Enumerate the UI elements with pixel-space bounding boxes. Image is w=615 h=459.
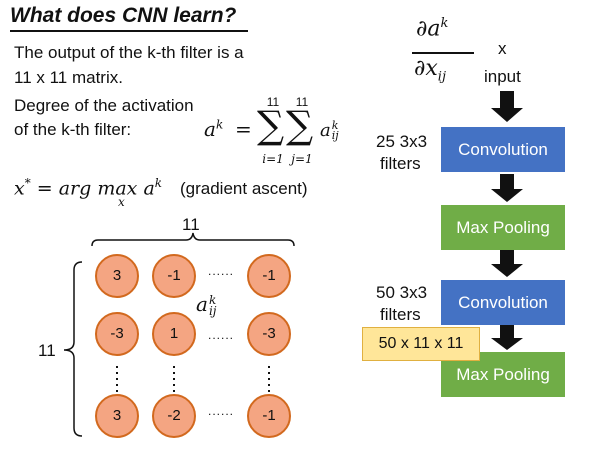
sum1-upper: 11 [266,95,280,109]
arrow-pool1-conv2 [491,250,523,277]
description-line-2: 11 x 11 matrix. [14,68,123,87]
convolution-layer-1: Convolution [441,127,565,172]
sum2-lower: j=1 [291,152,313,166]
matrix-node-r3c1: 3 [95,394,139,438]
hdots-row3: ...... [208,404,235,418]
gradient-ascent-note: (gradient ascent) [180,179,308,198]
description-line-3: Degree of the activation [14,96,194,115]
sum2-upper: 11 [295,95,309,109]
partial-denominator: ∂xij [414,56,446,85]
filters-2-label: filters [380,305,421,324]
x-label: x [498,39,507,58]
hdots-row1: ...... [208,264,235,278]
arrow-conv2-pool2 [491,325,523,350]
matrix-node-r1c3: -1 [247,254,291,298]
sum1-lower: i=1 [262,152,284,166]
top-brace [91,232,295,247]
matrix-node-r2c3: -3 [247,312,291,356]
description-line-1: The output of the k-th filter is a [14,43,244,62]
filters-1-count: 25 3x3 [376,132,428,151]
arrow-conv1-pool1 [491,174,523,202]
formula-lhs: ak [204,117,224,141]
convolution-layer-2: Convolution [441,280,565,325]
matrix-node-r3c2: -2 [152,394,196,438]
matrix-top-label: 11 [182,215,200,234]
page-title: What does CNN learn? [10,4,237,27]
matrix-node-r1c1: 3 [95,254,139,298]
left-brace [63,261,83,437]
matrix-side-label: 11 [38,341,56,360]
matrix-node-r2c1: -3 [95,312,139,356]
matrix-node-r3c3: -1 [247,394,291,438]
filters-2-count: 50 3x3 [376,283,428,302]
hdots-row2: ...... [208,328,235,342]
matrix-node-r1c2: -1 [152,254,196,298]
sum2-symbol: ∑ [286,103,314,147]
filters-1-label: filters [380,154,421,173]
input-label: input [484,67,521,86]
partial-numerator: ∂ak [416,16,449,42]
formula-equals: = [235,117,252,141]
argmax-formula: x* = arg max ak [14,176,163,200]
output-size-badge: 50 x 11 x 11 [362,327,480,361]
arrow-input-conv1 [491,91,523,122]
title-underline [10,30,248,32]
sum1-symbol: ∑ [257,103,285,147]
description-line-4: of the k-th filter: [14,120,132,139]
max-pooling-layer-1: Max Pooling [441,205,565,250]
matrix-node-r2c2: 1 [152,312,196,356]
partial-fraction-bar [412,52,474,54]
argmax-subscript: x [118,195,125,209]
